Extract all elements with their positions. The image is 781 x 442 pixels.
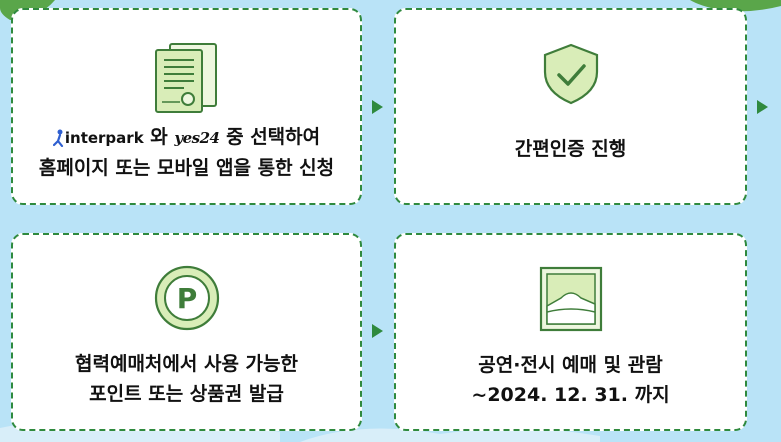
choose-text: 중 선택하여 [226, 126, 321, 148]
arrow-icon [757, 100, 768, 114]
point-coin-icon: P [154, 265, 220, 331]
step-card-apply: interpark 와 yes24 중 선택하여 홈페이지 또는 모바일 앱을 … [11, 8, 362, 205]
step-text-booking: 공연·전시 예매 및 관람 ~2024. 12. 31. 까지 [471, 350, 669, 410]
step-text-line2: ~2024. 12. 31. 까지 [471, 384, 670, 406]
arrow-icon [372, 100, 383, 114]
step-text-points: 협력예매처에서 사용 가능한 포인트 또는 상품권 발급 [75, 349, 298, 409]
conjunction-text: 와 [150, 126, 168, 148]
svg-text:P: P [176, 282, 197, 315]
step-text-line2: 홈페이지 또는 모바일 앱을 통한 신청 [38, 156, 335, 179]
leaf-decoration-top-right [690, 0, 781, 12]
yes24-logo-text: yes24 [174, 128, 220, 147]
step-text-line2: 포인트 또는 상품권 발급 [89, 383, 284, 405]
step-text-apply: interpark 와 yes24 중 선택하여 홈페이지 또는 모바일 앱을 … [39, 122, 334, 183]
landscape-picture-icon [539, 266, 603, 332]
shield-check-icon [539, 42, 603, 106]
yes24-logo: yes24 [174, 123, 220, 153]
step-text-line1: 협력예매처에서 사용 가능한 [75, 353, 298, 375]
arrow-icon [372, 324, 383, 338]
step-card-booking: 공연·전시 예매 및 관람 ~2024. 12. 31. 까지 [394, 233, 747, 431]
step-text-authentication: 간편인증 진행 [514, 138, 627, 160]
step-card-points: P 협력예매처에서 사용 가능한 포인트 또는 상품권 발급 [11, 233, 362, 431]
step-text-line1: 공연·전시 예매 및 관람 [478, 354, 663, 376]
interpark-logo-text: interpark [64, 128, 144, 147]
interpark-logo: interpark [52, 123, 144, 153]
step-text-line1: interpark 와 yes24 중 선택하여 [39, 122, 334, 153]
step-card-authentication: 간편인증 진행 [394, 8, 747, 205]
document-icon [152, 42, 222, 114]
interpark-person-icon [52, 129, 63, 147]
